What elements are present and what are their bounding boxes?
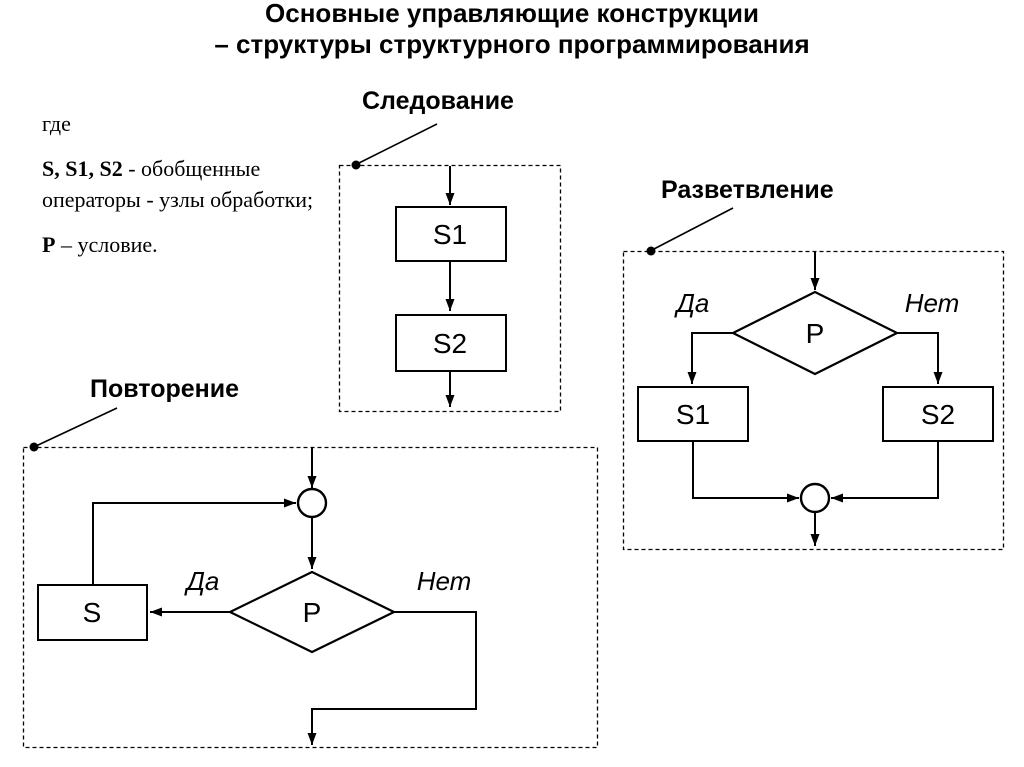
branching-no-label: Нет [905,288,960,318]
loop-s-box [37,584,148,641]
loop-frame [22,446,599,749]
sequence-s1-box [395,206,507,262]
branching-s2-merge-arrow [831,441,939,503]
branching-no-arrow [897,332,943,384]
loop-no-exit-arrow [307,611,477,745]
sequence-s1-label: S1 [433,219,467,250]
loop-back-arrow [92,498,296,585]
branching-section-label: Разветвление [661,176,834,204]
loop-yes-label: Да [184,566,220,596]
sequence-section-label: Следование [362,87,514,115]
legend-operators: S, S1, S2 - обобщенные операторы - узлы … [42,153,322,215]
branching-merge-circle [799,482,831,514]
branching-s1-merge-arrow [692,441,799,503]
loop-diagram: P Да Нет S [22,407,599,749]
sequence-frame [338,164,562,413]
legend-intro: где [42,111,71,136]
branching-condition-label: P [806,318,825,349]
page-title-line2: – структуры структурного программировани… [214,29,810,59]
page-title-line1: Основные управляющие конструкции [265,0,759,28]
branching-s2-label: S2 [921,399,955,430]
loop-s-label: S [83,597,102,628]
loop-decision-diamond [227,570,397,654]
legend-operators-text: - обобщенные операторы - узлы обработки; [42,156,314,212]
page-title: Основные управляющие конструкции – струк… [0,0,1024,60]
branching-s1-box [637,386,749,442]
legend: где S, S1, S2 - обобщенные операторы - у… [42,108,322,274]
branching-decision-diamond [730,290,900,376]
loop-condition-label: P [303,597,322,628]
branching-yes-arrow [687,332,733,384]
sequence-diagram: S1 S2 [338,123,562,413]
loop-merge-circle [296,487,328,519]
branching-diagram: P Да Нет S1 S2 [622,207,1005,551]
legend-condition-text: – условие. [55,232,158,257]
branching-s2-box [882,386,994,442]
loop-section-label: Повторение [90,375,240,403]
branching-yes-label: Да [674,288,710,318]
legend-operators-symbols: S, S1, S2 [42,156,123,181]
branching-frame [622,250,1005,551]
legend-condition-symbol: P [42,232,56,257]
loop-no-label: Нет [417,566,472,596]
sequence-callout-line [356,123,438,165]
branching-s1-label: S1 [676,399,710,430]
sequence-s2-label: S2 [433,328,467,359]
loop-callout-line [35,407,118,447]
branching-callout-line [651,207,734,251]
legend-condition: P – условие. [42,229,322,260]
branching-callout-dot [646,246,656,256]
